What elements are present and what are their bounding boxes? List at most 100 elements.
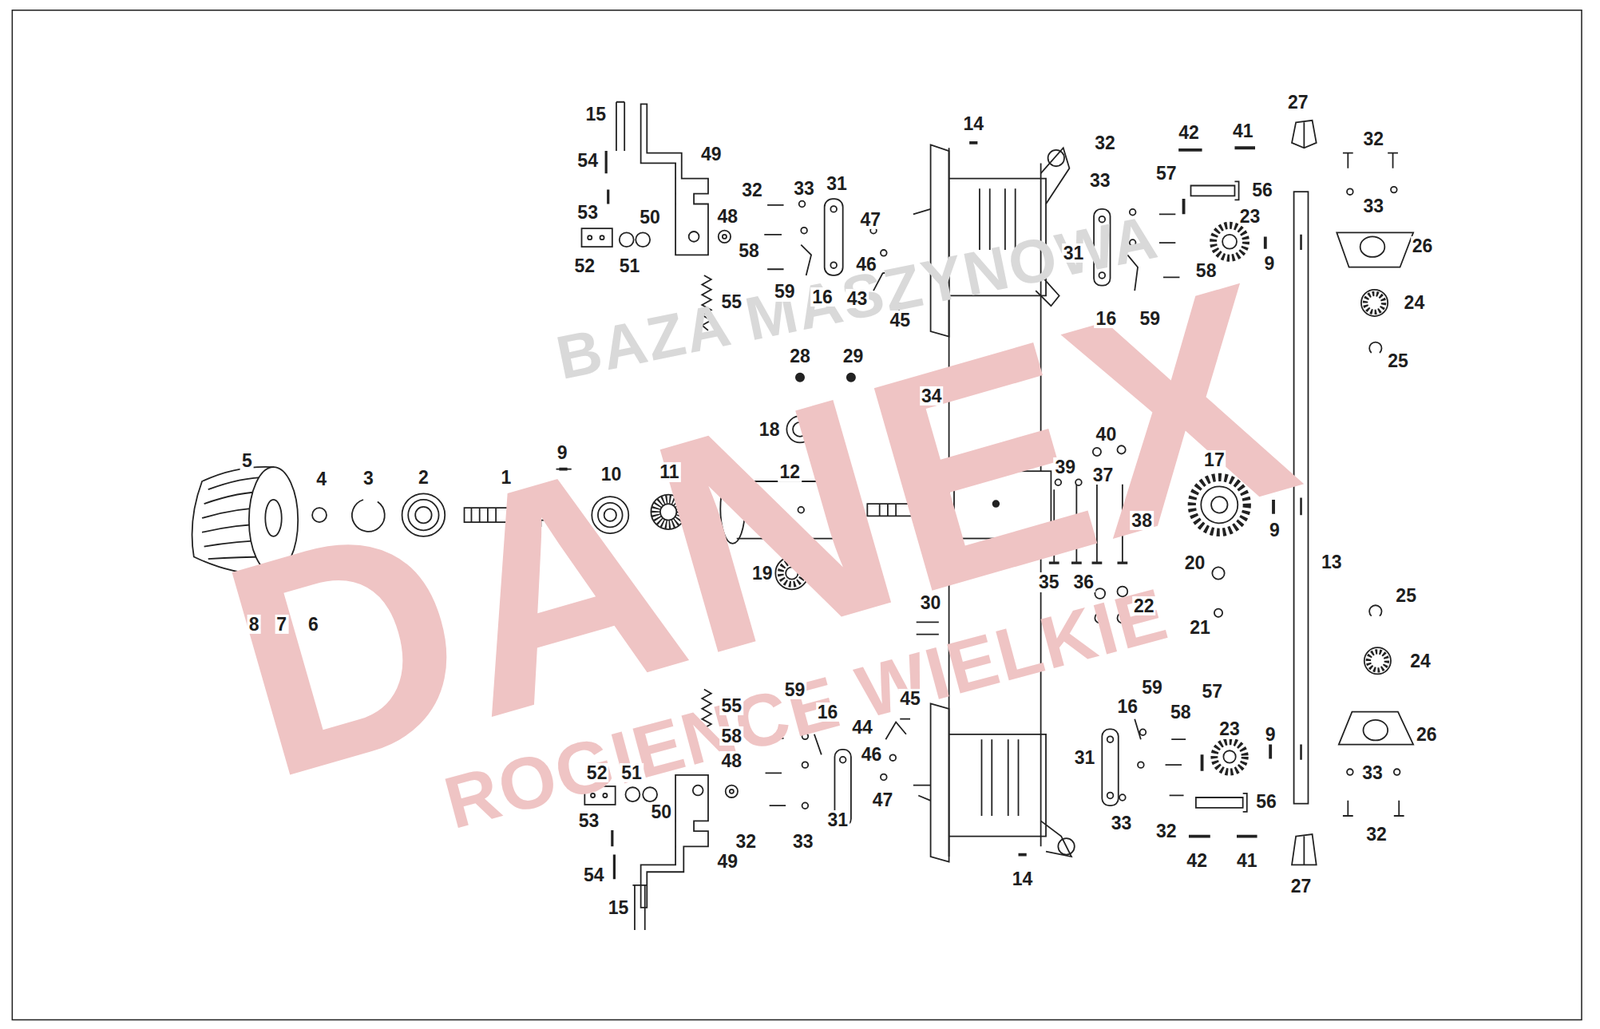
callout-number: 45 (887, 310, 912, 330)
callout-number: 9 (1263, 724, 1278, 745)
callout-number: 33 (1361, 196, 1386, 216)
callout-number: 55 (720, 696, 745, 716)
callout-number: 43 (845, 289, 870, 309)
callout-number: 58 (720, 726, 745, 746)
callout-number: 7 (274, 614, 289, 634)
callout-number: 21 (1188, 617, 1212, 638)
callout-number: 42 (1176, 122, 1201, 143)
callout-number: 35 (1037, 572, 1062, 592)
callout-number: 59 (1138, 308, 1163, 329)
callout-number: 31 (1061, 243, 1086, 263)
callout-number: 27 (1286, 92, 1311, 112)
callout-number: 44 (850, 717, 875, 737)
callout-number: 49 (715, 851, 740, 872)
callout-number: 9 (1267, 520, 1282, 540)
callout-number: 23 (1238, 206, 1263, 226)
callout-number: 32 (733, 831, 758, 852)
callout-number: 24 (1408, 651, 1433, 671)
callout-number: 11 (657, 462, 681, 482)
callout-number: 15 (584, 104, 609, 124)
callout-number: 3 (361, 468, 376, 488)
callout-number: 51 (617, 256, 642, 276)
callout-number: 28 (788, 346, 812, 366)
callout-number: 10 (599, 464, 624, 484)
callout-number: 40 (1094, 424, 1119, 444)
callout-number: 54 (575, 150, 600, 170)
callout-number: 33 (1088, 170, 1113, 191)
callout-number: 52 (585, 763, 610, 783)
callout-number: 26 (1410, 236, 1435, 256)
callout-number: 50 (637, 207, 662, 227)
callout-number: 26 (1414, 724, 1439, 745)
callout-number: 56 (1250, 180, 1275, 200)
callout-number: 47 (871, 789, 896, 809)
callout-number: 9 (555, 443, 570, 463)
callout-number: 53 (575, 202, 600, 222)
callout-number: 31 (825, 810, 850, 830)
callout-number: 52 (573, 256, 598, 276)
callout-number: 46 (854, 254, 879, 274)
callout-number: 16 (810, 287, 835, 307)
callout-number: 37 (1091, 465, 1116, 485)
callout-number: 27 (1289, 876, 1314, 896)
callout-number: 56 (1254, 792, 1279, 812)
callout-number: 41 (1231, 120, 1256, 140)
callout-number: 45 (898, 689, 923, 709)
callout-number: 9 (1263, 253, 1277, 274)
callout-number: 39 (1053, 457, 1078, 477)
callout-number: 31 (824, 174, 849, 194)
callout-number: 19 (750, 563, 775, 583)
callout-number: 50 (649, 802, 674, 822)
callout-number: 34 (919, 386, 944, 406)
callout-number: 33 (791, 831, 816, 852)
callout-number: 2 (416, 467, 431, 488)
callout-number: 46 (859, 744, 884, 765)
callout-number: 33 (1109, 813, 1134, 833)
callout-number: 32 (1093, 133, 1117, 153)
callout-number: 16 (815, 702, 840, 722)
callout-number: 58 (736, 241, 761, 261)
callout-number: 18 (757, 419, 782, 440)
callout-number: 47 (858, 209, 883, 230)
callout-number: 13 (1319, 552, 1344, 572)
callout-number: 53 (577, 811, 602, 831)
callout-number: 59 (1140, 677, 1165, 698)
callout-number: 36 (1072, 572, 1097, 592)
callout-number: 22 (1132, 596, 1157, 616)
callout-number: 1 (499, 467, 514, 488)
callout-number: 14 (1010, 869, 1035, 889)
callout-number: 48 (720, 751, 745, 771)
callout-number: 49 (699, 144, 724, 164)
callout-number: 58 (1168, 702, 1193, 722)
callout-number: 20 (1183, 553, 1208, 573)
callout-number: 4 (314, 469, 329, 489)
callout-number: 59 (772, 281, 797, 301)
callout-number: 30 (918, 593, 943, 613)
callout-number: 6 (306, 614, 321, 634)
callout-number: 29 (841, 346, 866, 366)
callout-number: 12 (777, 462, 802, 482)
callout-number: 16 (1115, 697, 1140, 717)
callout-number: 38 (1129, 510, 1154, 530)
callout-number: 54 (582, 865, 606, 885)
callout-number: 41 (1235, 851, 1260, 871)
callout-number: 33 (792, 178, 816, 199)
callout-number: 57 (1154, 163, 1179, 183)
callout-number: 32 (1154, 821, 1179, 841)
callout-number: 24 (1402, 293, 1427, 313)
callout-number: 42 (1184, 851, 1209, 871)
callout-number: 55 (720, 292, 745, 312)
callout-number: 5 (240, 451, 254, 471)
callout-number: 25 (1394, 586, 1418, 606)
callout-number: 23 (1217, 719, 1242, 739)
callout-number: 59 (783, 680, 808, 700)
callout-number: 32 (740, 180, 765, 200)
callout-number: 14 (961, 113, 986, 133)
callout-number: 17 (1202, 450, 1227, 470)
callout-number: 32 (1364, 824, 1389, 844)
callout-number: 8 (247, 614, 262, 634)
callout-number: 32 (1361, 129, 1386, 149)
callout-number: 57 (1200, 681, 1225, 701)
callout-number: 58 (1194, 260, 1219, 280)
callout-number: 51 (619, 763, 644, 783)
